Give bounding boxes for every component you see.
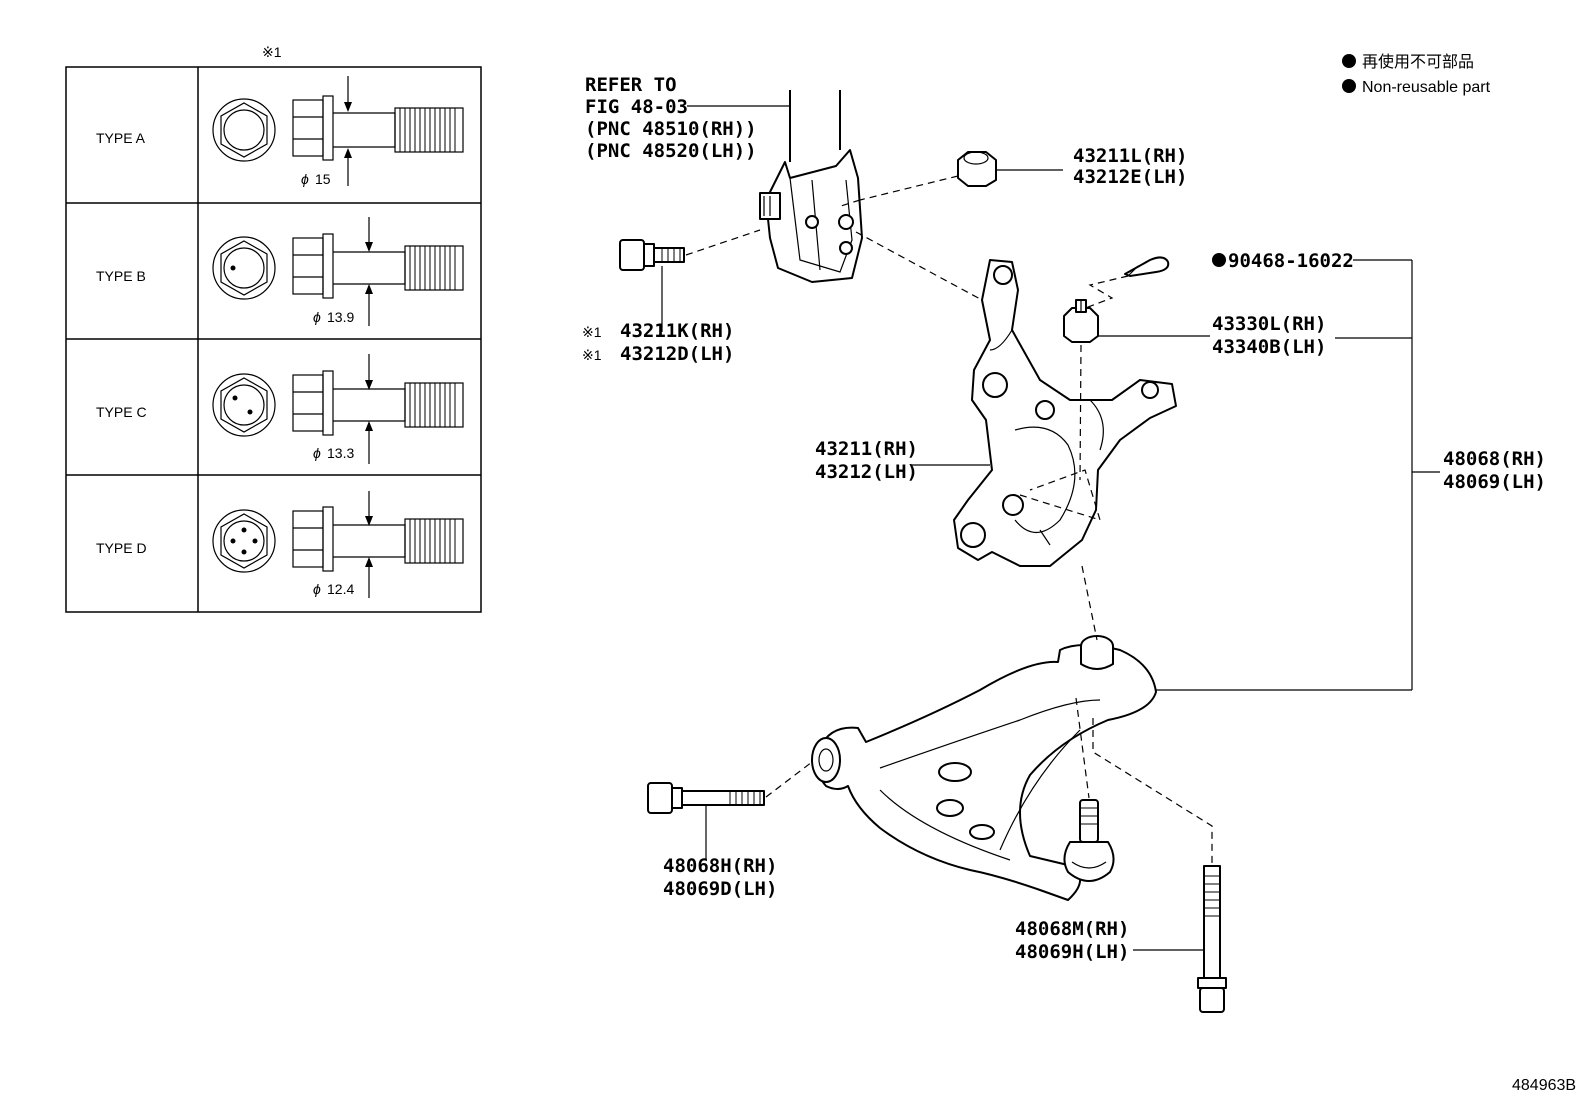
part-label: 43212E(LH) — [1073, 166, 1187, 188]
nonreusable-dot-icon — [1342, 79, 1356, 93]
part-label: 48069H(LH) — [1015, 941, 1129, 963]
legend-jp: 再使用不可部品 — [1362, 53, 1474, 71]
nonreusable-dot-icon — [1212, 253, 1226, 267]
note-mark: ※1 — [582, 324, 602, 340]
part-label: 43330L(RH) — [1212, 313, 1326, 335]
part-label: 43211L(RH) — [1073, 145, 1187, 167]
strut-bracket-icon — [759, 90, 863, 283]
flange-nut-icon — [957, 151, 997, 187]
hex-head-icon — [212, 509, 276, 573]
hex-head-icon — [212, 98, 276, 162]
table-row: TYPE D ϕ 12.4 — [96, 491, 464, 598]
bolt-side-icon — [292, 217, 464, 326]
castle-nut-icon — [1063, 299, 1099, 343]
table-row: TYPE C ϕ 13.3 — [96, 354, 464, 464]
table-row: TYPE A ϕ 15 — [96, 76, 464, 187]
legend: 再使用不可部品 Non-reusable part — [1342, 53, 1491, 96]
phi-symbol: ϕ — [313, 445, 321, 461]
bolt-side-icon — [292, 76, 464, 186]
table-note-mark: ※1 — [262, 44, 282, 60]
type-label: TYPE A — [96, 130, 146, 146]
part-label: 43340B(LH) — [1212, 336, 1326, 358]
part-label: 48068H(RH) — [663, 855, 777, 877]
part-label: 43211(RH) — [815, 438, 918, 460]
legend-en: Non-reusable part — [1362, 79, 1491, 96]
bolt-type-table: ※1 TYPE A ϕ 15 — [65, 44, 482, 613]
steering-knuckle-icon — [953, 259, 1177, 567]
part-label: 90468-16022 — [1228, 250, 1354, 272]
refer-note: REFER TO FIG 48-03 (PNC 48510(RH)) (PNC … — [585, 74, 790, 162]
vertical-bolt-icon — [1197, 865, 1227, 1013]
note-mark: ※1 — [582, 347, 602, 363]
phi-symbol: ϕ — [313, 581, 321, 597]
flange-bolt-icon — [619, 239, 685, 271]
long-bolt-icon — [647, 782, 765, 814]
part-label: 48069(LH) — [1443, 471, 1546, 493]
type-label: TYPE B — [96, 268, 146, 284]
part-label: 43212D(LH) — [620, 343, 734, 365]
ball-joint-stud-icon — [1063, 799, 1115, 882]
diameter-value: 12.4 — [327, 581, 354, 597]
cotter-pin-icon — [1124, 256, 1170, 277]
part-label: 48068M(RH) — [1015, 918, 1129, 940]
part-label: 48069D(LH) — [663, 878, 777, 900]
bolt-side-icon — [292, 354, 464, 464]
type-label: TYPE D — [96, 540, 147, 556]
part-label: 48068(RH) — [1443, 448, 1546, 470]
type-label: TYPE C — [96, 404, 147, 420]
phi-symbol: ϕ — [301, 171, 309, 187]
part-label: 43211K(RH) — [620, 320, 734, 342]
bolt-side-icon — [292, 491, 464, 598]
svg-text:(PNC 48510(RH)): (PNC 48510(RH)) — [585, 118, 757, 140]
hex-head-icon — [212, 236, 276, 300]
diameter-value: 15 — [315, 171, 331, 187]
diameter-value: 13.3 — [327, 445, 354, 461]
part-label: 43212(LH) — [815, 461, 918, 483]
nonreusable-dot-icon — [1342, 54, 1356, 68]
hex-head-icon — [212, 373, 276, 437]
table-row: TYPE B ϕ 13.9 — [96, 217, 464, 326]
phi-symbol: ϕ — [313, 309, 321, 325]
diameter-value: 13.9 — [327, 309, 354, 325]
figure-id: 484963B — [1512, 1077, 1576, 1094]
svg-text:FIG 48-03: FIG 48-03 — [585, 96, 688, 118]
svg-text:(PNC 48520(LH)): (PNC 48520(LH)) — [585, 140, 757, 162]
svg-text:REFER TO: REFER TO — [585, 74, 677, 96]
